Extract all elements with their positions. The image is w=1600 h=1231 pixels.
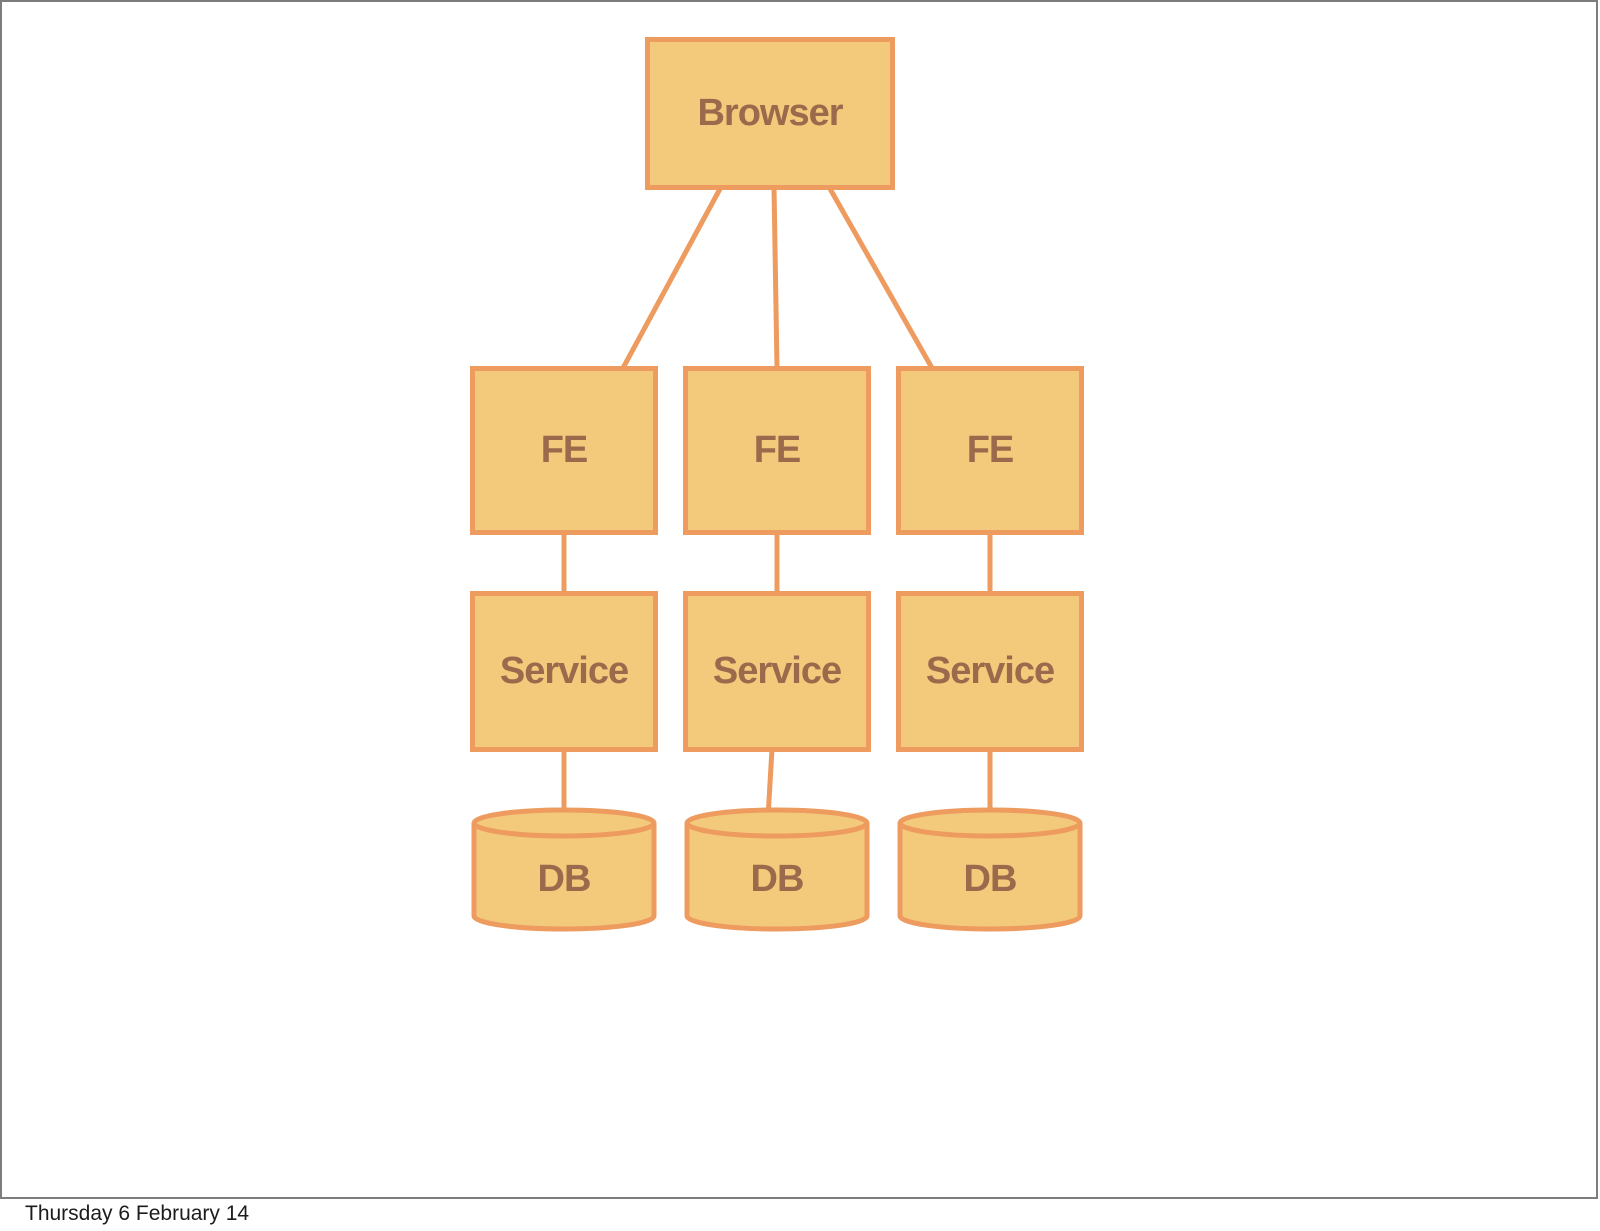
node-service-1-label: Service: [499, 650, 629, 692]
node-browser-label: Browser: [697, 92, 843, 134]
node-db-1-label: DB: [537, 858, 592, 900]
node-fe-3-label: FE: [966, 429, 1015, 471]
database-cylinder-icon: [684, 807, 870, 932]
database-cylinder-icon: [471, 807, 657, 932]
node-db-3-label: DB: [963, 858, 1018, 900]
slide-frame: Browser FE FE FE Service Service Service…: [0, 0, 1598, 1199]
node-db-3: DB: [896, 807, 1084, 934]
footer-date: Thursday 6 February 14: [25, 1202, 250, 1225]
node-service-2: Service: [683, 591, 871, 752]
node-db-2: DB: [683, 807, 871, 934]
node-fe-3: FE: [896, 366, 1084, 535]
edge-browser-fe2: [771, 186, 780, 369]
node-fe-1-label: FE: [540, 429, 589, 471]
node-db-1: DB: [470, 807, 658, 934]
node-fe-1: FE: [470, 366, 658, 535]
node-db-2-label: DB: [750, 858, 805, 900]
connector-lines: [561, 185, 993, 820]
node-service-3: Service: [896, 591, 1084, 752]
node-service-2-label: Service: [712, 650, 842, 692]
node-browser: Browser: [645, 37, 895, 190]
edge-browser-fe1: [620, 185, 724, 370]
edge-browser-fe3: [826, 185, 935, 370]
node-service-3-label: Service: [925, 650, 1055, 692]
node-fe-2-label: FE: [753, 429, 802, 471]
node-fe-2: FE: [683, 366, 871, 535]
node-service-1: Service: [470, 591, 658, 752]
database-cylinder-icon: [897, 807, 1083, 932]
edge-service2-db2: [765, 748, 775, 819]
